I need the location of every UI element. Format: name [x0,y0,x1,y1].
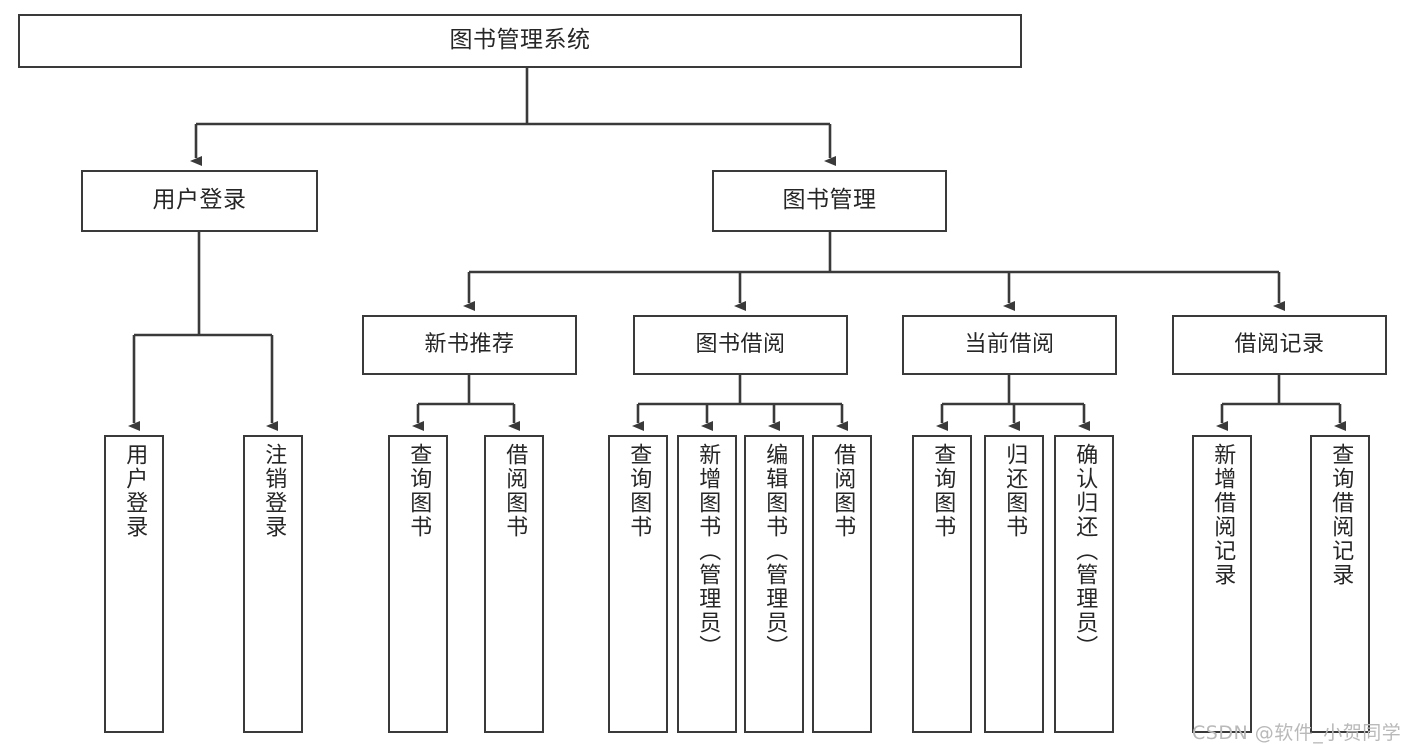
node-leaf-edit-book-label: 编辑图书（管理员） [762,443,788,659]
node-leaf-user-login-label: 用户登录 [122,443,148,539]
node-book-manage-label: 图书管理 [782,187,877,214]
node-leaf-add-record-label: 新增借阅记录 [1210,443,1236,587]
node-leaf-logout-label: 注销登录 [261,443,287,539]
node-user-login[interactable]: 用户登录 [81,170,318,232]
node-new-book-recommend-label: 新书推荐 [424,331,515,357]
node-leaf-add-record[interactable]: 新增借阅记录 [1192,435,1252,733]
node-leaf-query-book-1[interactable]: 查询图书 [388,435,448,733]
node-leaf-return-book[interactable]: 归还图书 [984,435,1044,733]
node-leaf-borrow-book-1-label: 借阅图书 [502,443,528,539]
node-leaf-query-book-1-label: 查询图书 [406,443,432,539]
node-new-book-recommend[interactable]: 新书推荐 [362,315,577,375]
node-borrow-records-label: 借阅记录 [1234,331,1325,357]
node-leaf-query-book-3-label: 查询图书 [930,443,956,539]
node-leaf-edit-book[interactable]: 编辑图书（管理员） [744,435,804,733]
node-leaf-query-book-2-label: 查询图书 [626,443,652,539]
node-leaf-add-book-label: 新增图书（管理员） [695,443,721,659]
node-leaf-logout[interactable]: 注销登录 [243,435,303,733]
node-leaf-borrow-book-1[interactable]: 借阅图书 [484,435,544,733]
node-leaf-user-login[interactable]: 用户登录 [104,435,164,733]
node-leaf-query-record[interactable]: 查询借阅记录 [1310,435,1370,733]
node-leaf-borrow-book-2[interactable]: 借阅图书 [812,435,872,733]
node-leaf-borrow-book-2-label: 借阅图书 [830,443,856,539]
node-leaf-confirm-return-label: 确认归还（管理员） [1072,443,1098,659]
node-book-borrow[interactable]: 图书借阅 [633,315,848,375]
node-current-borrow-label: 当前借阅 [964,331,1055,357]
node-leaf-query-book-3[interactable]: 查询图书 [912,435,972,733]
node-root[interactable]: 图书管理系统 [18,14,1022,68]
node-borrow-records[interactable]: 借阅记录 [1172,315,1387,375]
node-leaf-return-book-label: 归还图书 [1002,443,1028,539]
node-leaf-add-book[interactable]: 新增图书（管理员） [677,435,737,733]
node-leaf-query-record-label: 查询借阅记录 [1328,443,1354,587]
node-root-label: 图书管理系统 [449,27,591,54]
node-leaf-query-book-2[interactable]: 查询图书 [608,435,668,733]
watermark-text: CSDN @软件_小贺同学 [1192,722,1402,744]
node-book-borrow-label: 图书借阅 [695,331,786,357]
node-current-borrow[interactable]: 当前借阅 [902,315,1117,375]
node-book-manage[interactable]: 图书管理 [712,170,947,232]
node-user-login-label: 用户登录 [152,187,247,214]
node-leaf-confirm-return[interactable]: 确认归还（管理员） [1054,435,1114,733]
